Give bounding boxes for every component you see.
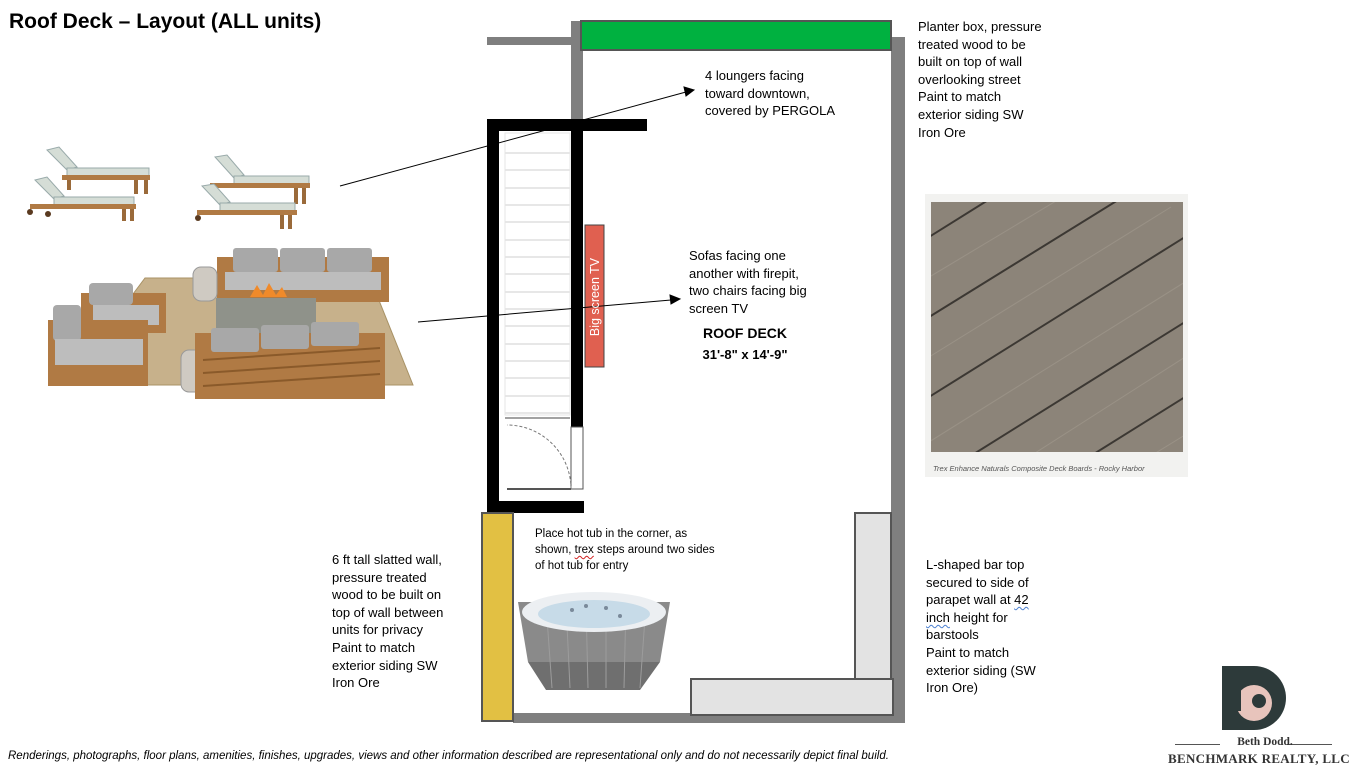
- brand-rule-left: [1175, 744, 1220, 745]
- brand-rule-right: [1287, 744, 1332, 745]
- hot-tub-note-trex: trex: [574, 544, 594, 556]
- tv-shape: [584, 224, 605, 368]
- lounger-4: [195, 183, 297, 229]
- decking-sample-image: [931, 202, 1183, 452]
- lounger-1: [46, 146, 150, 194]
- lounge-chairs-image: [27, 146, 310, 229]
- disclaimer: Renderings, photographs, floor plans, am…: [8, 750, 889, 762]
- hot-tub-note-text-2: steps around two sides of hot tub for en…: [535, 544, 715, 572]
- bar-note-42: 42: [1014, 592, 1029, 608]
- sofa-firepit-image: [48, 248, 414, 399]
- sofas-note: Sofas facing one another with firepit, t…: [689, 248, 807, 316]
- brand-company: BENCHMARK REALTY, LLC: [1168, 751, 1350, 766]
- page-title: Roof Deck – Layout (ALL units): [9, 10, 322, 33]
- bar-note-text-2: height for barstools Paint to match exte…: [926, 609, 1036, 696]
- bar-note: L-shaped bar top secured to side of para…: [926, 556, 1036, 697]
- lounger-3: [210, 154, 310, 204]
- lounger-2: [27, 176, 136, 221]
- annotation-arrows: [339, 86, 696, 323]
- tv-label-box: Big screen TV: [545, 258, 645, 336]
- slatted-wall-note: 6 ft tall slatted wall, pressure treated…: [332, 552, 444, 691]
- brand-name: Beth Dodd.: [1237, 736, 1293, 748]
- slatted-wall: [481, 512, 514, 722]
- decking-caption: Trex Enhance Naturals Composite Deck Boa…: [933, 464, 1145, 473]
- hot-tub-note: Place hot tub in the corner, as shown, t…: [535, 526, 715, 574]
- hot-tub-note-text-1: Place hot tub in the corner, as shown,: [535, 528, 688, 556]
- armchair-2: [48, 305, 148, 386]
- deck-dimensions: 31'-8" x 14'-9": [702, 347, 788, 362]
- planter-box: [580, 20, 892, 51]
- benchmark-logo-icon: [1222, 666, 1286, 730]
- bar-top: [690, 512, 894, 716]
- decking-sample-card: Trex Enhance Naturals Composite Deck Boa…: [925, 194, 1188, 477]
- hot-tub-image: [518, 592, 670, 690]
- deck-label: ROOF DECK: [703, 325, 787, 341]
- bar-note-text-1: L-shaped bar top secured to side of para…: [926, 557, 1029, 608]
- front-sofa: [195, 322, 385, 399]
- tv-label: Big screen TV: [588, 257, 602, 337]
- parapet-walls: [487, 21, 905, 723]
- planter-note: Planter box, pressure treated wood to be…: [918, 19, 1042, 140]
- loungers-note: 4 loungers facing toward downtown, cover…: [705, 68, 836, 119]
- bar-note-inch: inch: [926, 609, 950, 625]
- stair-enclosure: [487, 119, 647, 513]
- back-sofa: [217, 248, 389, 302]
